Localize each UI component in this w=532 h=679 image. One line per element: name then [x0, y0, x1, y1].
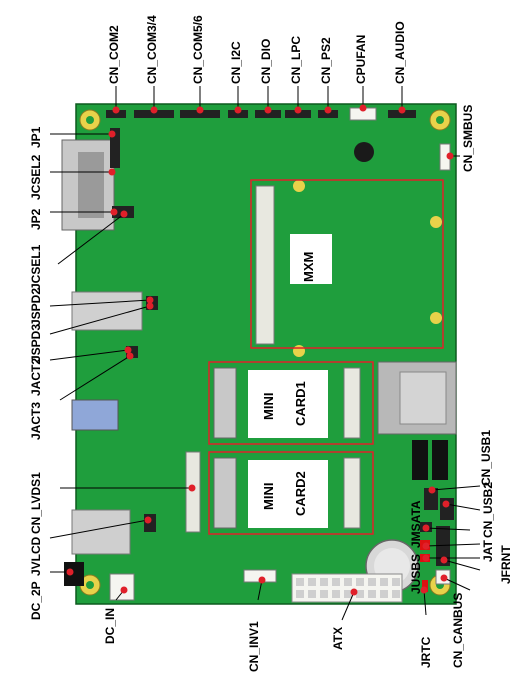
jfrnt-header [436, 526, 450, 566]
label-jat: JAT [481, 540, 495, 562]
jrtc-header [422, 580, 428, 592]
label-jp2: JP2 [29, 208, 43, 230]
sata-2 [432, 440, 448, 480]
label-jact2: JACT2 [29, 357, 43, 396]
mini-card1-slot [208, 361, 374, 445]
label-jfrnt: JFRNT [499, 545, 513, 584]
label-cn-canbus: CN_CANBUS [451, 592, 465, 668]
label-cn-smbus: CN_SMBUS [461, 104, 475, 172]
top-pin-headers [106, 110, 416, 118]
label-jcsel1: JCSEL1 [29, 244, 43, 290]
label-jmsata: JMSATA [409, 500, 423, 548]
label-dc-in: DC_IN [103, 607, 117, 644]
mxm-slot [250, 179, 444, 349]
jvlcd-header [144, 514, 156, 532]
buzzer [354, 142, 374, 162]
label-cn-usb2: CN_USB2 [481, 481, 495, 538]
label-cn-com3-4: CN_COM3/4 [145, 15, 159, 84]
label-dc-2p: DC_2P [29, 581, 43, 620]
label-jrtc: JRTC [419, 636, 433, 668]
pointer-dots [66, 104, 454, 596]
label-card2: CARD2 [293, 471, 308, 516]
jp1-header [110, 128, 120, 168]
usb-port-2 [71, 399, 119, 431]
label-cn-audio: CN_AUDIO [393, 21, 407, 84]
mini-card2-slot [208, 451, 374, 535]
label-cn-i2c: CN_I2C [229, 41, 243, 84]
label-cn-usb1: CN_USB1 [479, 429, 493, 486]
label-cn-com2: CN_COM2 [107, 25, 121, 84]
label-jcsel2: JCSEL2 [29, 154, 43, 200]
label-cn-lvds1: CN_LVDS1 [29, 472, 43, 534]
label-atx: ATX [331, 626, 345, 650]
label-cn-dio: CN_DIO [259, 38, 273, 84]
label-cn-lpc: CN_LPC [289, 35, 303, 84]
label-jp1: JP1 [29, 126, 43, 148]
label-card1: CARD1 [293, 381, 308, 426]
dc-in-connector [109, 573, 135, 601]
label-cn-ps2: CN_PS2 [319, 37, 333, 84]
label-mini-2: MINI [261, 482, 276, 510]
dc-jack [64, 562, 84, 586]
label-jact3: JACT3 [29, 401, 43, 440]
label-cn-com5-6: CN_COM5/6 [191, 15, 205, 84]
lvds-connector [185, 451, 201, 533]
sata-1 [412, 440, 428, 480]
label-jusbs: JUSBS [409, 553, 423, 594]
label-mini-1: MINI [261, 392, 276, 420]
label-jspd3: JSPD3 [29, 323, 43, 362]
label-jvlcd: JVLCD [29, 536, 43, 576]
label-mxm: MXM [301, 251, 316, 282]
label-cn-inv1: CN_INV1 [247, 621, 261, 672]
label-cpufan: CPUFAN [354, 34, 368, 84]
label-jspd2: JSPD2 [29, 287, 43, 326]
usb1-header [424, 488, 438, 510]
leader-lines [49, 86, 481, 621]
